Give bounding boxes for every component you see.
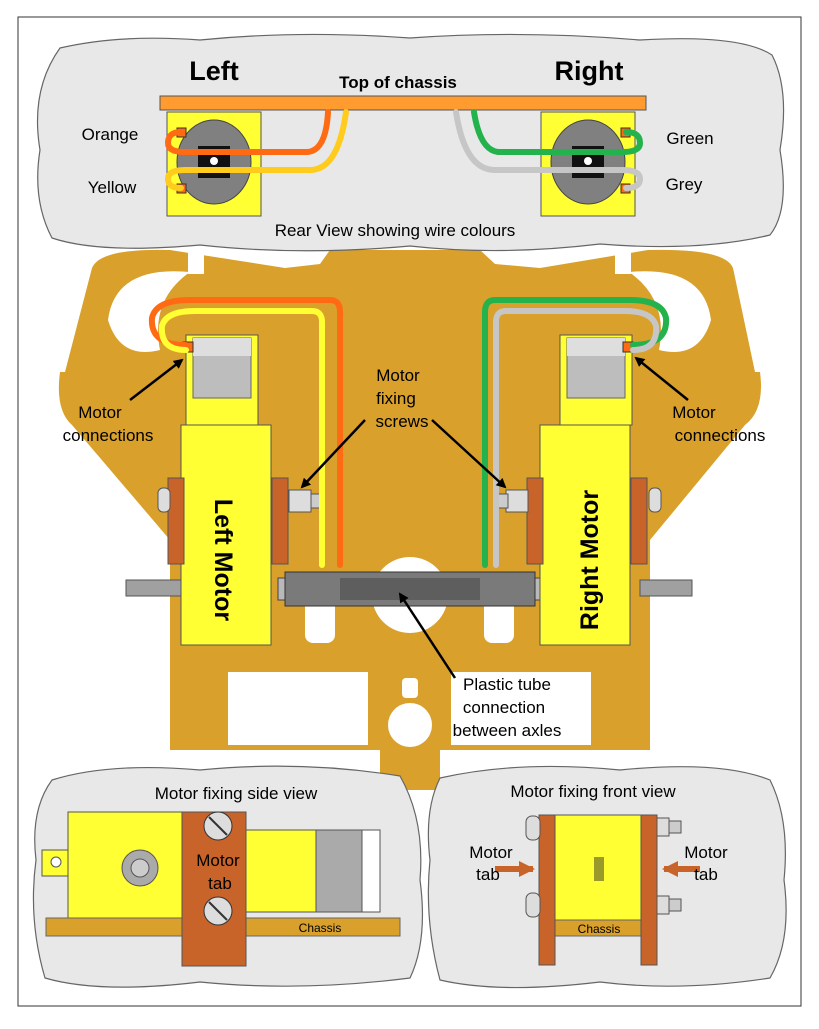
left-connections-label-1: Motor: [78, 403, 122, 422]
green-label: Green: [666, 129, 713, 148]
screws-label-1: Motor: [376, 366, 420, 385]
screws-label-2: fixing: [376, 389, 416, 408]
side-view-tab-label-2: tab: [208, 874, 232, 893]
right-connections-arrow: [634, 356, 689, 401]
axle-assembly: [125, 571, 693, 607]
front-right-tab-label-1: Motor: [684, 843, 728, 862]
side-view-title: Motor fixing side view: [155, 784, 318, 803]
chassis-top-bar: [159, 95, 647, 111]
side-view-chassis-label: Chassis: [299, 921, 342, 935]
left-connections-arrow: [129, 358, 184, 401]
right-motor: Right Motor: [495, 334, 662, 646]
right-screw-arrow: [431, 419, 507, 489]
main-annotations: Motor connections Motor connections Moto…: [63, 356, 766, 740]
side-view-gearbox: [67, 811, 197, 919]
side-view-panel: Motor fixing side view Motor tab Chassis: [32, 765, 424, 988]
rear-view-caption: Rear View showing wire colours: [275, 221, 516, 240]
front-view-title: Motor fixing front view: [510, 782, 676, 801]
left-motor-label: Left Motor: [209, 499, 237, 621]
right-connections-label-2: connections: [675, 426, 766, 445]
tube-label-2: connection: [463, 698, 545, 717]
screws-label-3: screws: [376, 412, 429, 431]
right-connections-label-1: Motor: [672, 403, 716, 422]
tube-arrow: [398, 592, 457, 679]
right-motor-label: Right Motor: [576, 490, 604, 631]
left-screw-arrow: [300, 419, 366, 489]
right-title: Right: [555, 56, 624, 86]
front-left-tab-label-1: Motor: [469, 843, 513, 862]
grey-label: Grey: [666, 175, 703, 194]
chassis-top-label: Top of chassis: [339, 73, 457, 92]
orange-label: Orange: [82, 125, 139, 144]
side-view-tab-label-1: Motor: [196, 851, 240, 870]
left-connections-label-2: connections: [63, 426, 154, 445]
front-view-panel: Motor fixing front view Motor tab Motor …: [427, 765, 787, 989]
left-title: Left: [189, 56, 239, 86]
tube-label-1: Plastic tube: [463, 675, 551, 694]
front-view-chassis-label: Chassis: [578, 922, 621, 936]
rear-view-panel: Left Right Top of chassis Orange Yellow …: [36, 33, 785, 252]
yellow-label: Yellow: [88, 178, 137, 197]
front-left-tab-label-2: tab: [476, 865, 500, 884]
plastic-tube: [284, 571, 536, 607]
front-right-tab-label-2: tab: [694, 865, 718, 884]
main-wires: [148, 297, 670, 568]
left-motor: Left Motor: [157, 334, 324, 646]
tube-label-3: between axles: [453, 721, 562, 740]
